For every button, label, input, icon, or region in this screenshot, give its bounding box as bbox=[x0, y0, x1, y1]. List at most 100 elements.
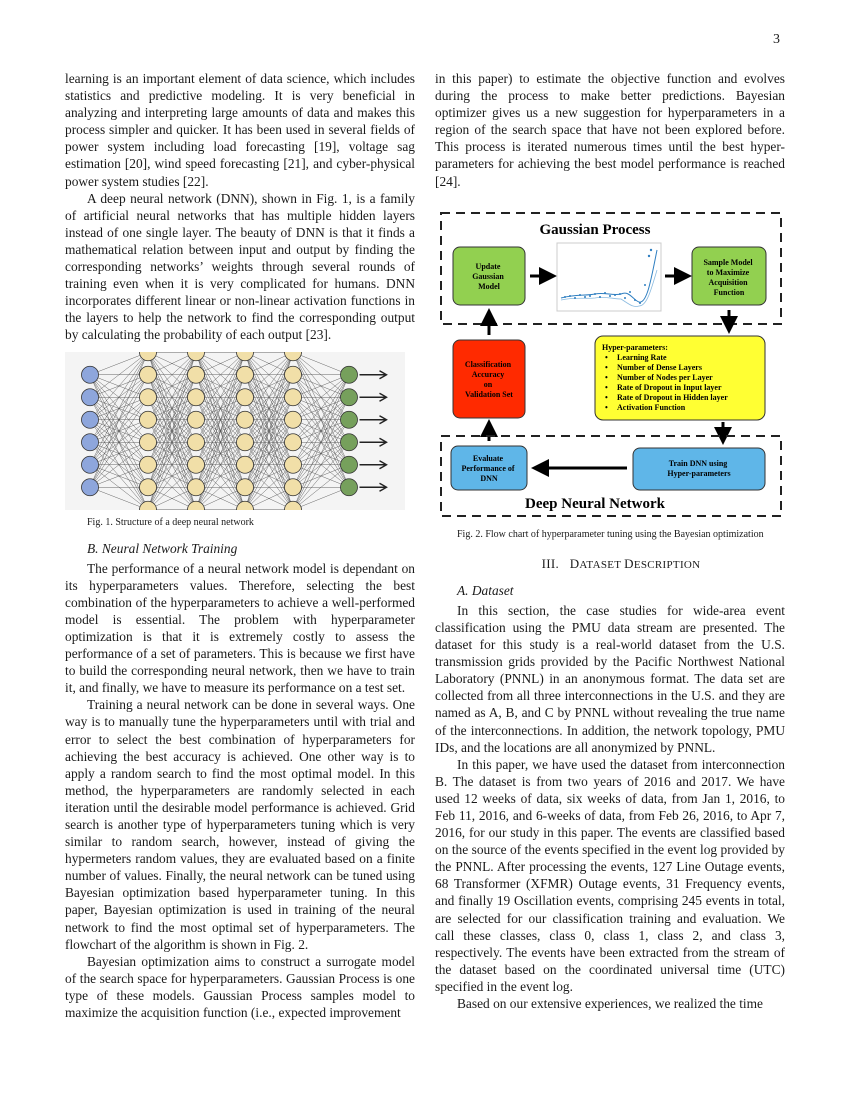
hidden-node bbox=[139, 455, 157, 474]
sample-model-line: to Maximize bbox=[707, 268, 750, 277]
connection-line bbox=[89, 351, 149, 465]
connection-line bbox=[195, 351, 246, 510]
figure-2: Gaussian Process Update Gaussian Model bbox=[435, 210, 785, 541]
connection-line bbox=[147, 351, 197, 397]
svg-text:Update Gaussian: Update Gaussian Model bbox=[472, 262, 506, 291]
train-dnn-box bbox=[632, 447, 766, 491]
output-arrow bbox=[359, 482, 388, 492]
sample-model-line: Sample Model bbox=[703, 258, 753, 267]
hyper-item: Activation Function bbox=[617, 403, 686, 412]
section-word: ATASET bbox=[579, 558, 625, 571]
connection-line bbox=[89, 351, 149, 397]
svg-text:Train DNN using Hyper-: Train DNN using Hyper-parameters bbox=[667, 459, 730, 478]
deep-neural-network-frame bbox=[440, 434, 782, 517]
output-arrow bbox=[359, 392, 388, 402]
connection-line bbox=[147, 351, 197, 442]
hidden-node bbox=[187, 351, 205, 361]
classification-line: Validation Set bbox=[465, 390, 513, 399]
hidden-node bbox=[139, 410, 157, 429]
sample-model-box bbox=[691, 246, 767, 306]
hidden-node bbox=[139, 365, 157, 384]
connection-line bbox=[89, 464, 149, 487]
connection-line bbox=[195, 351, 246, 397]
train-line: Hyper-parameters bbox=[667, 469, 730, 478]
classification-accuracy-box bbox=[452, 339, 526, 419]
hidden-node bbox=[187, 477, 205, 496]
connection-line bbox=[244, 351, 294, 397]
paragraph: Training a neural network can be done in… bbox=[65, 697, 415, 952]
evaluate-line: Evaluate bbox=[473, 454, 504, 463]
update-model-line: Gaussian bbox=[472, 272, 504, 281]
paragraph: The performance of a neural network mode… bbox=[65, 560, 415, 696]
paragraph: in this paper) to estimate the objective… bbox=[435, 71, 785, 189]
connection-line bbox=[89, 351, 149, 487]
connection-line bbox=[195, 464, 246, 510]
paragraph: In this paper, we have used the dataset … bbox=[435, 756, 785, 994]
connection-line bbox=[292, 374, 350, 397]
flowchart-diagram: Gaussian Process Update Gaussian Model bbox=[440, 211, 782, 517]
sample-model-line: Function bbox=[714, 288, 745, 297]
update-gaussian-model-box bbox=[452, 246, 526, 306]
hyper-item: Rate of Dropout in Input layer bbox=[617, 383, 722, 392]
connection-line bbox=[89, 374, 149, 487]
connection-line bbox=[292, 374, 350, 465]
hidden-node bbox=[187, 387, 205, 406]
paragraph: Bayesian optimization aims to construct … bbox=[65, 953, 415, 1021]
svg-text:•: • bbox=[605, 403, 608, 412]
connection-line bbox=[292, 374, 350, 510]
paragraph: In this section, the case studies for wi… bbox=[435, 602, 785, 755]
connection-line bbox=[292, 374, 350, 420]
output-arrow bbox=[359, 459, 388, 469]
hidden-node bbox=[284, 365, 302, 384]
connection-line bbox=[195, 441, 246, 510]
page-number: 3 bbox=[773, 32, 780, 47]
hyper-item: Number of Nodes per Layer bbox=[617, 373, 713, 382]
hidden-node bbox=[187, 500, 205, 510]
connection-line bbox=[147, 351, 197, 420]
section-letter: D bbox=[624, 555, 634, 571]
hidden-node bbox=[236, 477, 254, 496]
classification-line: on bbox=[484, 380, 493, 389]
connection-line bbox=[195, 351, 246, 442]
connection-line bbox=[147, 419, 197, 510]
sample-model-line: Acquisition bbox=[708, 278, 748, 287]
section-heading: III. DATASET DESCRIPTION bbox=[435, 555, 785, 574]
connection-line bbox=[89, 351, 149, 375]
hyper-item: Rate of Dropout in Hidden layer bbox=[617, 393, 728, 402]
hidden-node bbox=[236, 432, 254, 451]
neural-network-diagram bbox=[65, 351, 405, 510]
connection-line bbox=[244, 419, 294, 510]
connection-line bbox=[195, 419, 246, 510]
hyper-parameters-title: Hyper-parameters: bbox=[602, 343, 668, 352]
connection-line bbox=[292, 396, 350, 510]
input-node bbox=[81, 455, 99, 474]
hidden-node bbox=[139, 387, 157, 406]
connection-line bbox=[292, 374, 350, 487]
update-model-line: Update bbox=[476, 262, 501, 271]
gaussian-process-title: Gaussian Process bbox=[540, 222, 651, 238]
hidden-node bbox=[284, 455, 302, 474]
hidden-node bbox=[236, 500, 254, 510]
svg-text:Sample Model to Maximi: Sample Model to Maximize Acquisition Fun… bbox=[703, 258, 754, 297]
paragraph: learning is an important element of data… bbox=[65, 71, 415, 189]
connection-line bbox=[292, 441, 350, 510]
hidden-node bbox=[187, 365, 205, 384]
hidden-node bbox=[139, 500, 157, 510]
connection-line bbox=[147, 464, 197, 510]
output-arrow bbox=[359, 369, 388, 379]
train-line: Train DNN using bbox=[669, 459, 728, 468]
hidden-node bbox=[236, 365, 254, 384]
hyper-item: Number of Dense Layers bbox=[617, 363, 702, 372]
evaluate-performance-box bbox=[450, 445, 528, 491]
subsection-heading: B. Neural Network Training bbox=[87, 540, 238, 556]
hidden-node bbox=[284, 477, 302, 496]
hidden-node bbox=[139, 432, 157, 451]
connection-line bbox=[195, 351, 246, 465]
evaluate-line: DNN bbox=[480, 474, 498, 483]
output-node bbox=[340, 387, 358, 406]
connection-line bbox=[292, 374, 350, 442]
output-node bbox=[340, 410, 358, 429]
connection-line bbox=[292, 351, 350, 375]
subsection-heading: A. Dataset bbox=[457, 582, 514, 598]
paragraph: Based on our extensive experiences, we r… bbox=[457, 996, 763, 1011]
